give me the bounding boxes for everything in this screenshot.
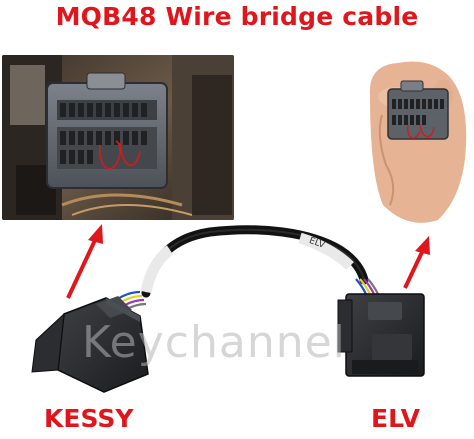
right-arrow xyxy=(403,236,430,289)
left-arrow xyxy=(66,224,103,299)
elv-label: ELV xyxy=(371,404,420,433)
elv-connector xyxy=(337,293,425,377)
kessy-connector xyxy=(31,296,149,393)
right-hand-photo xyxy=(368,55,473,227)
page-title: MQB48 Wire bridge cable xyxy=(55,2,419,31)
kessy-label: KESSY xyxy=(44,404,134,433)
watermark: Keychannel xyxy=(82,317,346,368)
left-vehicle-photo xyxy=(2,55,234,220)
